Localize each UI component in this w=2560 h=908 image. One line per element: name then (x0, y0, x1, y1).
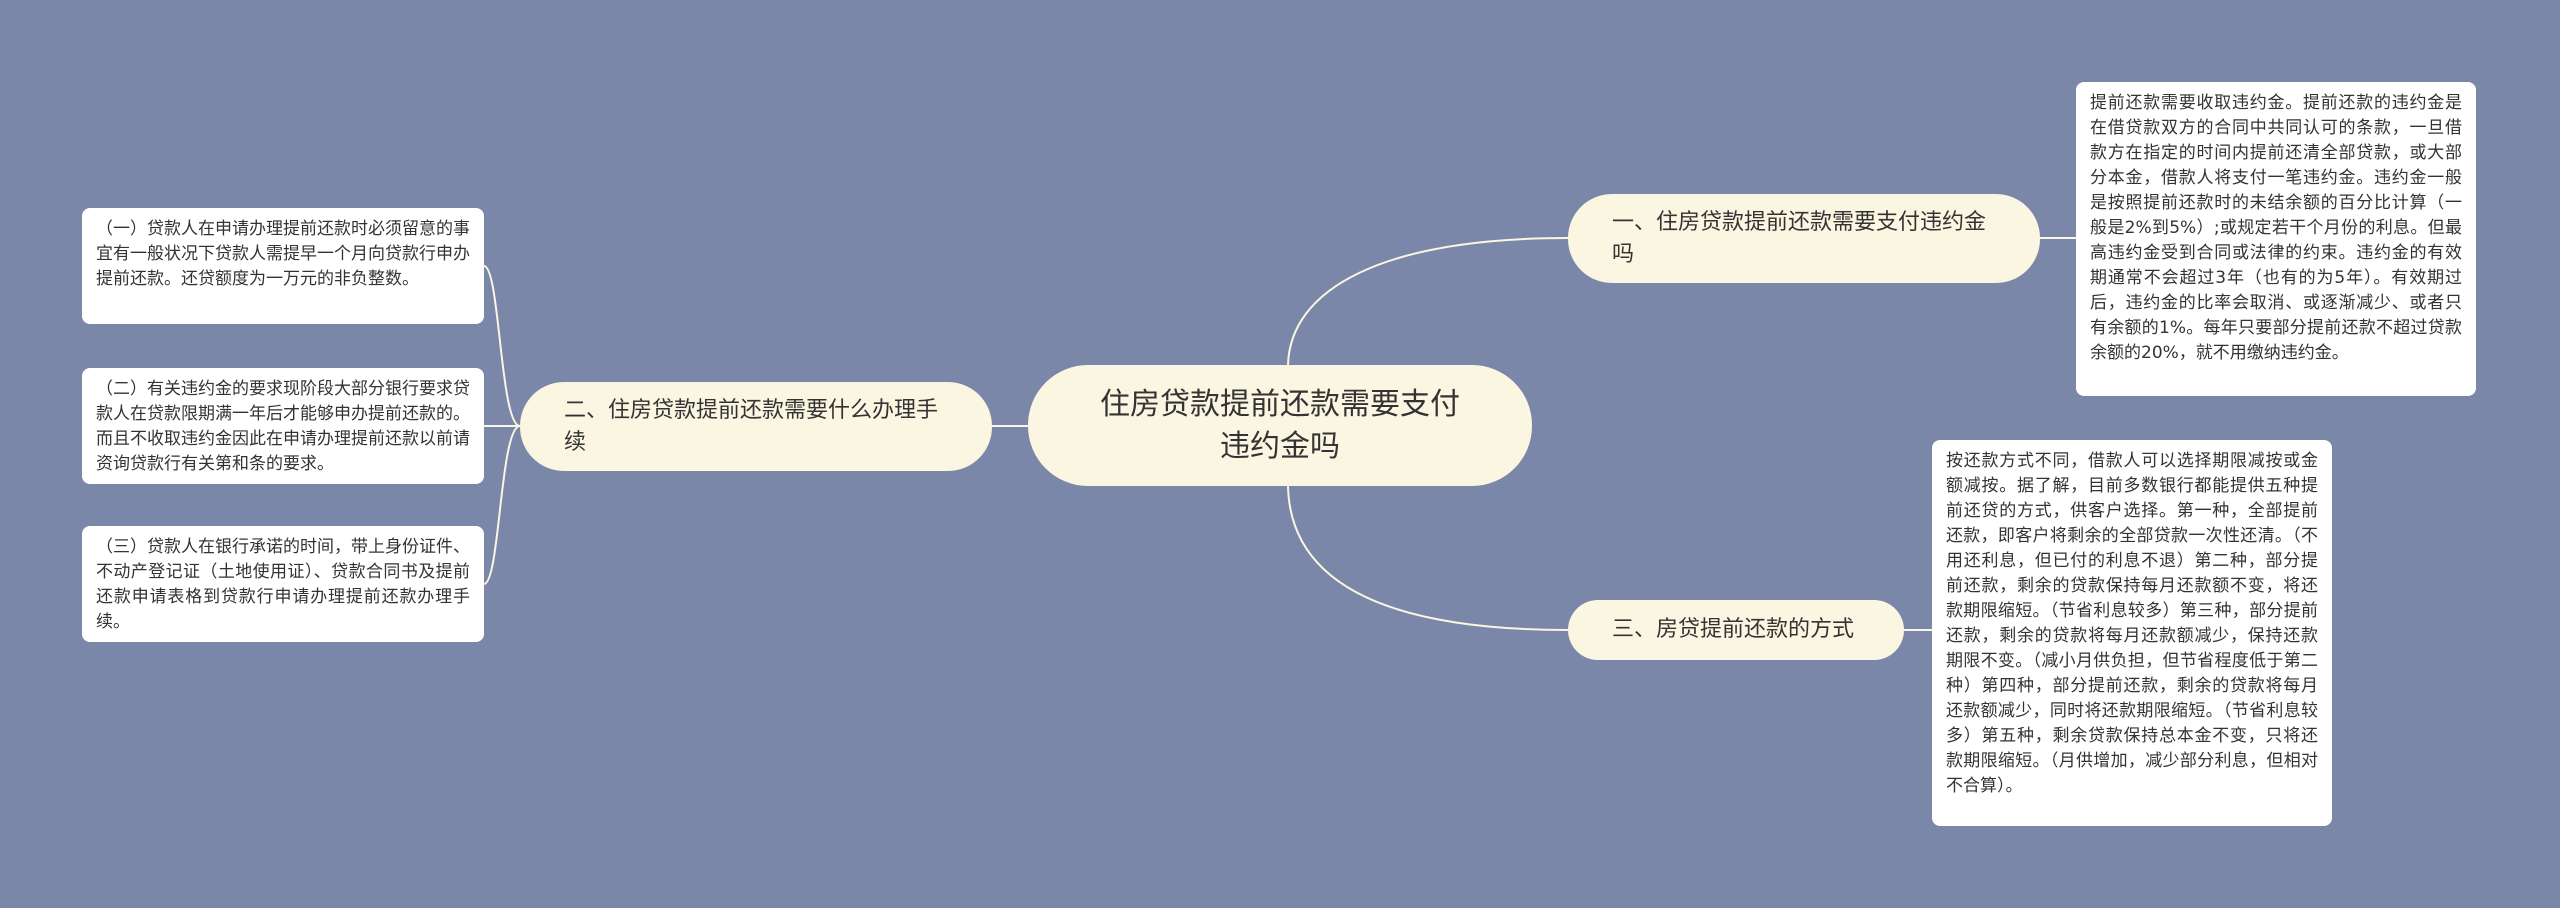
branch-topic-1-text: 一、住房贷款提前还款需要支付违约金吗 (1612, 209, 1987, 267)
root-topic-text: 住房贷款提前还款需要支付违约金吗 (1100, 386, 1460, 464)
detail-card-procedure-3[interactable]: （三）贷款人在银行承诺的时间，带上身份证件、不动产登记证（土地使用证）、贷款合同… (82, 526, 484, 642)
detail-card-procedure-2[interactable]: （二）有关违约金的要求现阶段大部分银行要求贷款人在贷款限期满一年后才能够申办提前… (82, 368, 484, 484)
detail-card-penalty[interactable]: 提前还款需要收取违约金。提前还款的违约金是在借贷款双方的合同中共同认可的条款，一… (2076, 82, 2476, 396)
branch-topic-2[interactable]: 二、住房贷款提前还款需要什么办理手续 (520, 382, 992, 471)
detail-card-procedure-3-text: （三）贷款人在银行承诺的时间，带上身份证件、不动产登记证（土地使用证）、贷款合同… (96, 537, 470, 632)
detail-card-penalty-text: 提前还款需要收取违约金。提前还款的违约金是在借贷款双方的合同中共同认可的条款，一… (2090, 93, 2462, 363)
branch-topic-3-text: 三、房贷提前还款的方式 (1612, 617, 1855, 642)
detail-card-procedure-2-text: （二）有关违约金的要求现阶段大部分银行要求贷款人在贷款限期满一年后才能够申办提前… (96, 379, 470, 474)
branch-topic-3[interactable]: 三、房贷提前还款的方式 (1568, 600, 1904, 660)
connector-root-branch-1 (1287, 237, 1569, 366)
detail-card-repayment-methods[interactable]: 按还款方式不同，借款人可以选择期限减按或金额减按。据了解，目前多数银行都能提供五… (1932, 440, 2332, 826)
branch-topic-1[interactable]: 一、住房贷款提前还款需要支付违约金吗 (1568, 194, 2040, 283)
detail-card-procedure-1[interactable]: （一）贷款人在申请办理提前还款时必须留意的事宜有一般状况下贷款人需提早一个月向贷… (82, 208, 484, 324)
connector-root-branch-3 (1287, 485, 1569, 631)
detail-card-procedure-1-text: （一）贷款人在申请办理提前还款时必须留意的事宜有一般状况下贷款人需提早一个月向贷… (96, 219, 470, 289)
connector-branch-2-leaf-1 (483, 265, 521, 427)
branch-topic-2-text: 二、住房贷款提前还款需要什么办理手续 (564, 397, 939, 455)
connector-branch-2-leaf-3 (483, 425, 521, 585)
root-topic[interactable]: 住房贷款提前还款需要支付违约金吗 (1028, 365, 1532, 486)
detail-card-repayment-methods-text: 按还款方式不同，借款人可以选择期限减按或金额减按。据了解，目前多数银行都能提供五… (1946, 451, 2318, 796)
